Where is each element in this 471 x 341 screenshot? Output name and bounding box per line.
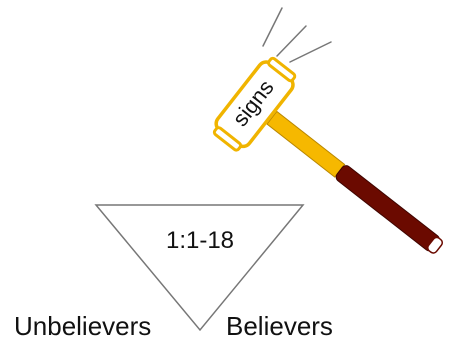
triangle-label: 1:1-18 — [166, 227, 234, 254]
unbelievers-label: Unbelievers — [14, 311, 151, 341]
impact-lines — [263, 8, 331, 62]
hammer-handle-upper — [267, 111, 345, 177]
believers-label: Believers — [226, 311, 333, 341]
impact-line-2 — [277, 26, 306, 56]
impact-line-1 — [263, 8, 282, 46]
hammer-handle-grip — [334, 164, 441, 253]
impact-line-3 — [290, 42, 331, 62]
